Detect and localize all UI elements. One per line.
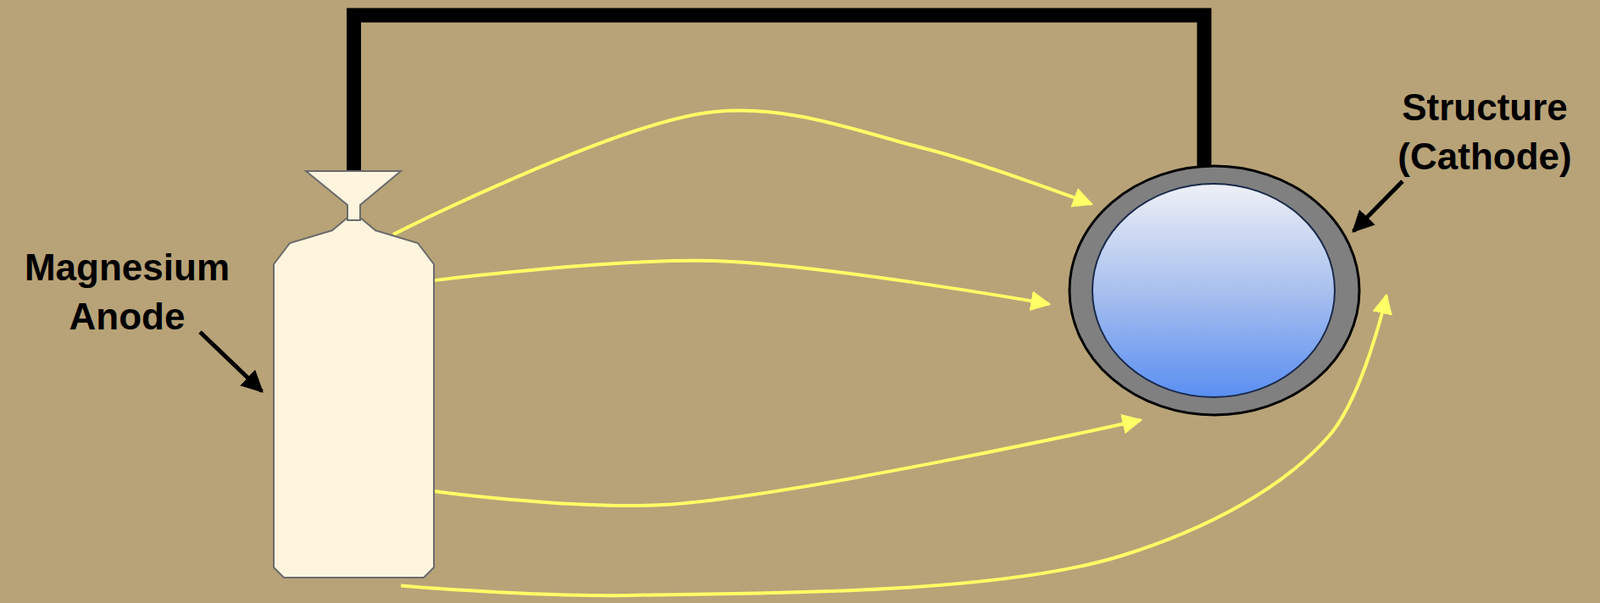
anode-node: Magnesium Anode: [273, 171, 434, 578]
anode-body: [273, 217, 434, 578]
structure-node: Structure (Cathode): [1068, 165, 1361, 417]
current-path-arrow: [433, 420, 1141, 506]
connecting-wire: [354, 15, 1205, 173]
pipe-coating: [1069, 166, 1360, 416]
anode-leader: [200, 332, 262, 392]
current-path-arrow: [393, 111, 1092, 235]
cathode-leader: [1353, 181, 1403, 232]
pipe-shape: [1068, 165, 1361, 417]
part-label: Magnesium Anode: [8, 243, 246, 342]
anode-cap: [305, 171, 401, 221]
part-label: Structure (Cathode): [1383, 83, 1587, 182]
pipe-interior: [1092, 183, 1335, 398]
current-path-arrow: [433, 261, 1050, 305]
anode-shape: [273, 171, 434, 578]
